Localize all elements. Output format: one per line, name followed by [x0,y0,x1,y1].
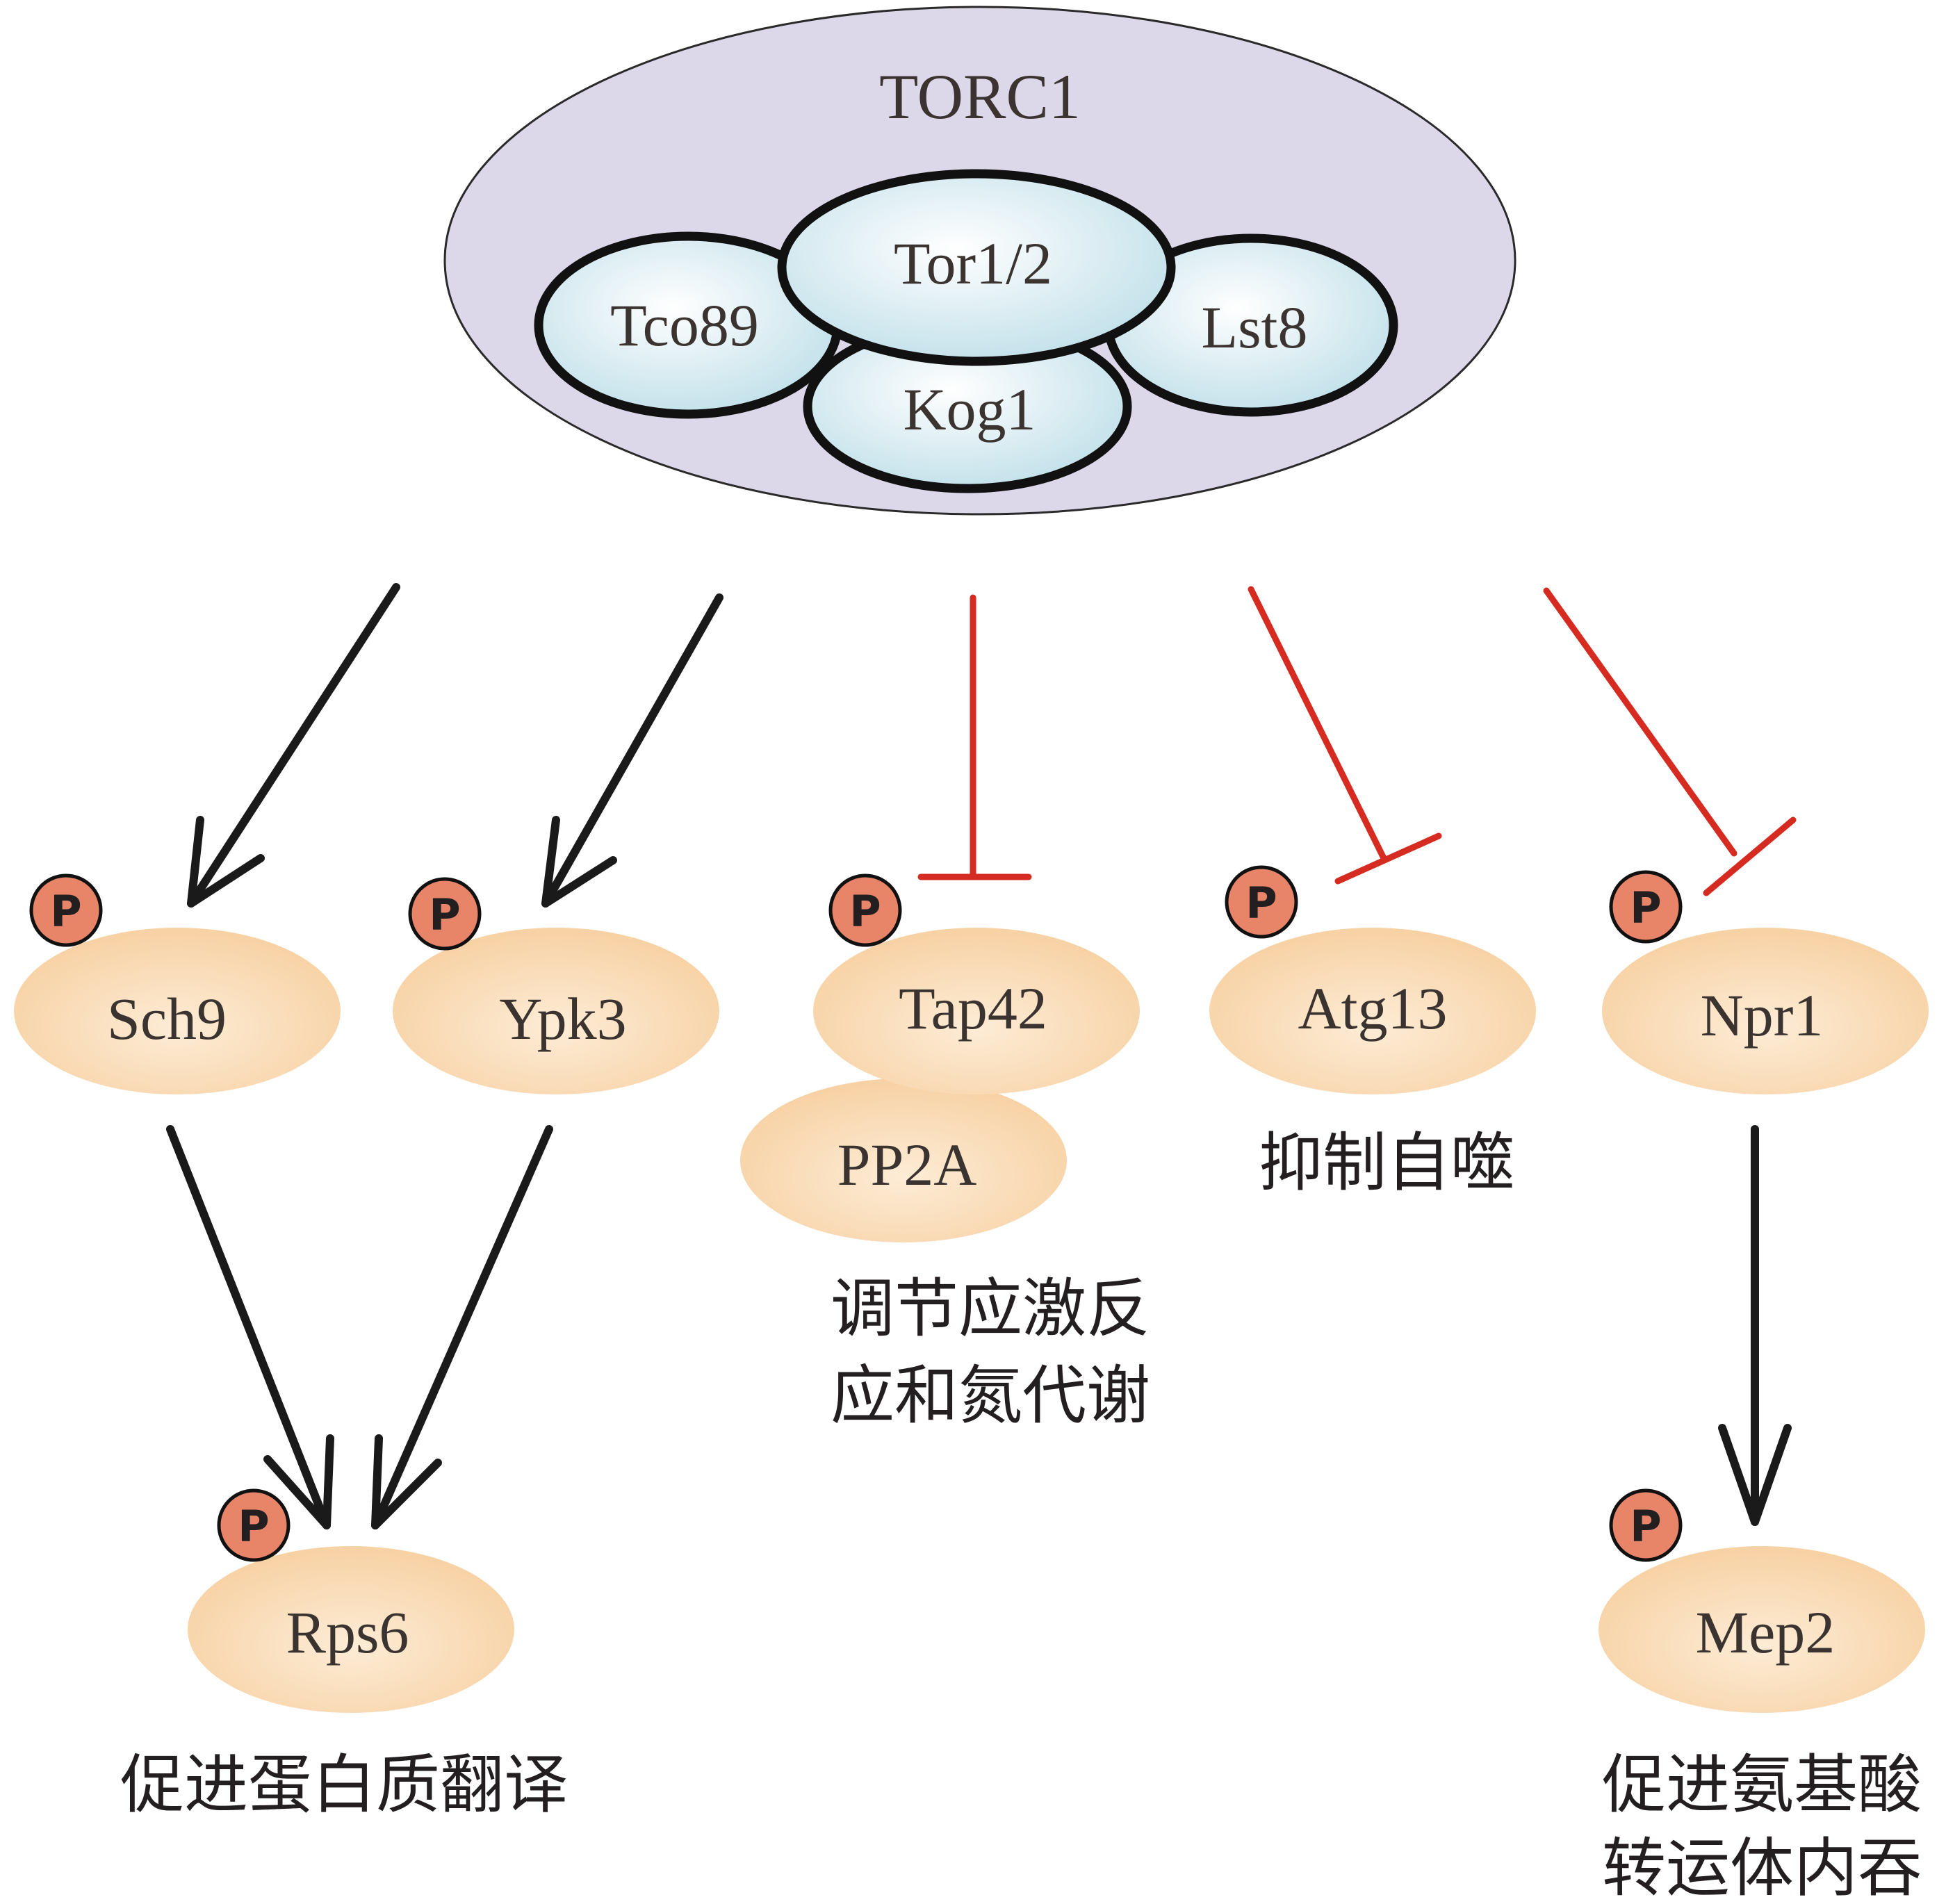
mep2-phospho-badge: P [1609,1488,1683,1562]
sch9-phospho-badge: P [29,873,103,947]
tap42-node: Tap42 P [813,873,1140,1094]
arrow-npr1-to-mep2 [1718,1125,1792,1526]
stress-caption-line2: 应和氮代谢 [831,1359,1150,1433]
inhibit-torc1-npr1 [1543,587,1797,896]
tor-label: Tor1/2 [894,230,1052,297]
mep2-label: Mep2 [1696,1599,1835,1666]
npr1-label: Npr1 [1701,982,1824,1049]
phospho-symbol: P [429,889,460,940]
tor-subunit: Tor1/2 [777,169,1176,366]
pp2a-node: PP2A [740,1078,1067,1242]
npr1-node: Npr1 P [1602,870,1929,1094]
rps6-label: Rps6 [286,1599,409,1666]
torc1-title: TORC1 [879,61,1081,132]
ypk3-label: Ypk3 [499,985,626,1052]
atg13-phospho-badge: P [1225,865,1298,939]
phospho-symbol: P [50,886,81,937]
phospho-symbol: P [849,886,881,937]
rps6-node: Rps6 P [188,1488,514,1713]
atg13-node: Atg13 P [1209,865,1536,1094]
autophagy-caption: 抑制自噬 [1259,1126,1514,1200]
stress-caption-line1: 调节应激反 [831,1272,1150,1346]
outcome-captions: 调节应激反 应和氮代谢 抑制自噬 促进蛋白质翻译 促进氨基酸 转运体内吞 [120,1126,1922,1904]
phospho-symbol: P [238,1501,269,1552]
atg13-label: Atg13 [1298,975,1448,1042]
tap42-label: Tap42 [899,975,1047,1042]
torc1-complex: TORC1 Tco89 Lst8 Kog1 Tor1/2 [443,6,1516,516]
phospho-symbol: P [1245,878,1277,928]
phospho-symbol: P [1630,883,1661,933]
ypk3-phospho-badge: P [408,877,482,951]
arrow-sch9-to-rps6 [166,1125,334,1529]
phospho-symbol: P [1630,1501,1661,1552]
sch9-node: Sch9 P [14,873,341,1094]
translation-caption: 促进蛋白质翻译 [120,1748,568,1822]
arrow-torc1-to-sch9 [187,583,400,908]
sch9-label: Sch9 [107,985,227,1052]
arrow-torc1-to-ypk3 [541,593,723,908]
npr1-phospho-badge: P [1609,870,1683,944]
arrow-ypk3-to-rps6 [371,1125,553,1529]
pp2a-label: PP2A [837,1131,977,1198]
lst8-subunit: Lst8 [1104,233,1398,417]
inhibit-torc1-tap42 [917,594,1032,880]
amino-caption-line1: 促进氨基酸 [1602,1748,1922,1822]
inhibition-arrows [917,586,1797,896]
kog1-label: Kog1 [903,376,1036,443]
tap42-phospho-badge: P [828,873,902,947]
lst8-label: Lst8 [1202,294,1308,361]
inhibit-torc1-atg13 [1248,586,1442,885]
amino-caption-line2: 转运体内吞 [1602,1831,1922,1904]
mep2-node: Mep2 P [1598,1488,1925,1713]
rps6-phospho-badge: P [217,1488,291,1562]
activation-arrows [166,583,1792,1529]
ypk3-node: Ypk3 P [393,877,719,1094]
tco89-label: Tco89 [610,292,759,359]
